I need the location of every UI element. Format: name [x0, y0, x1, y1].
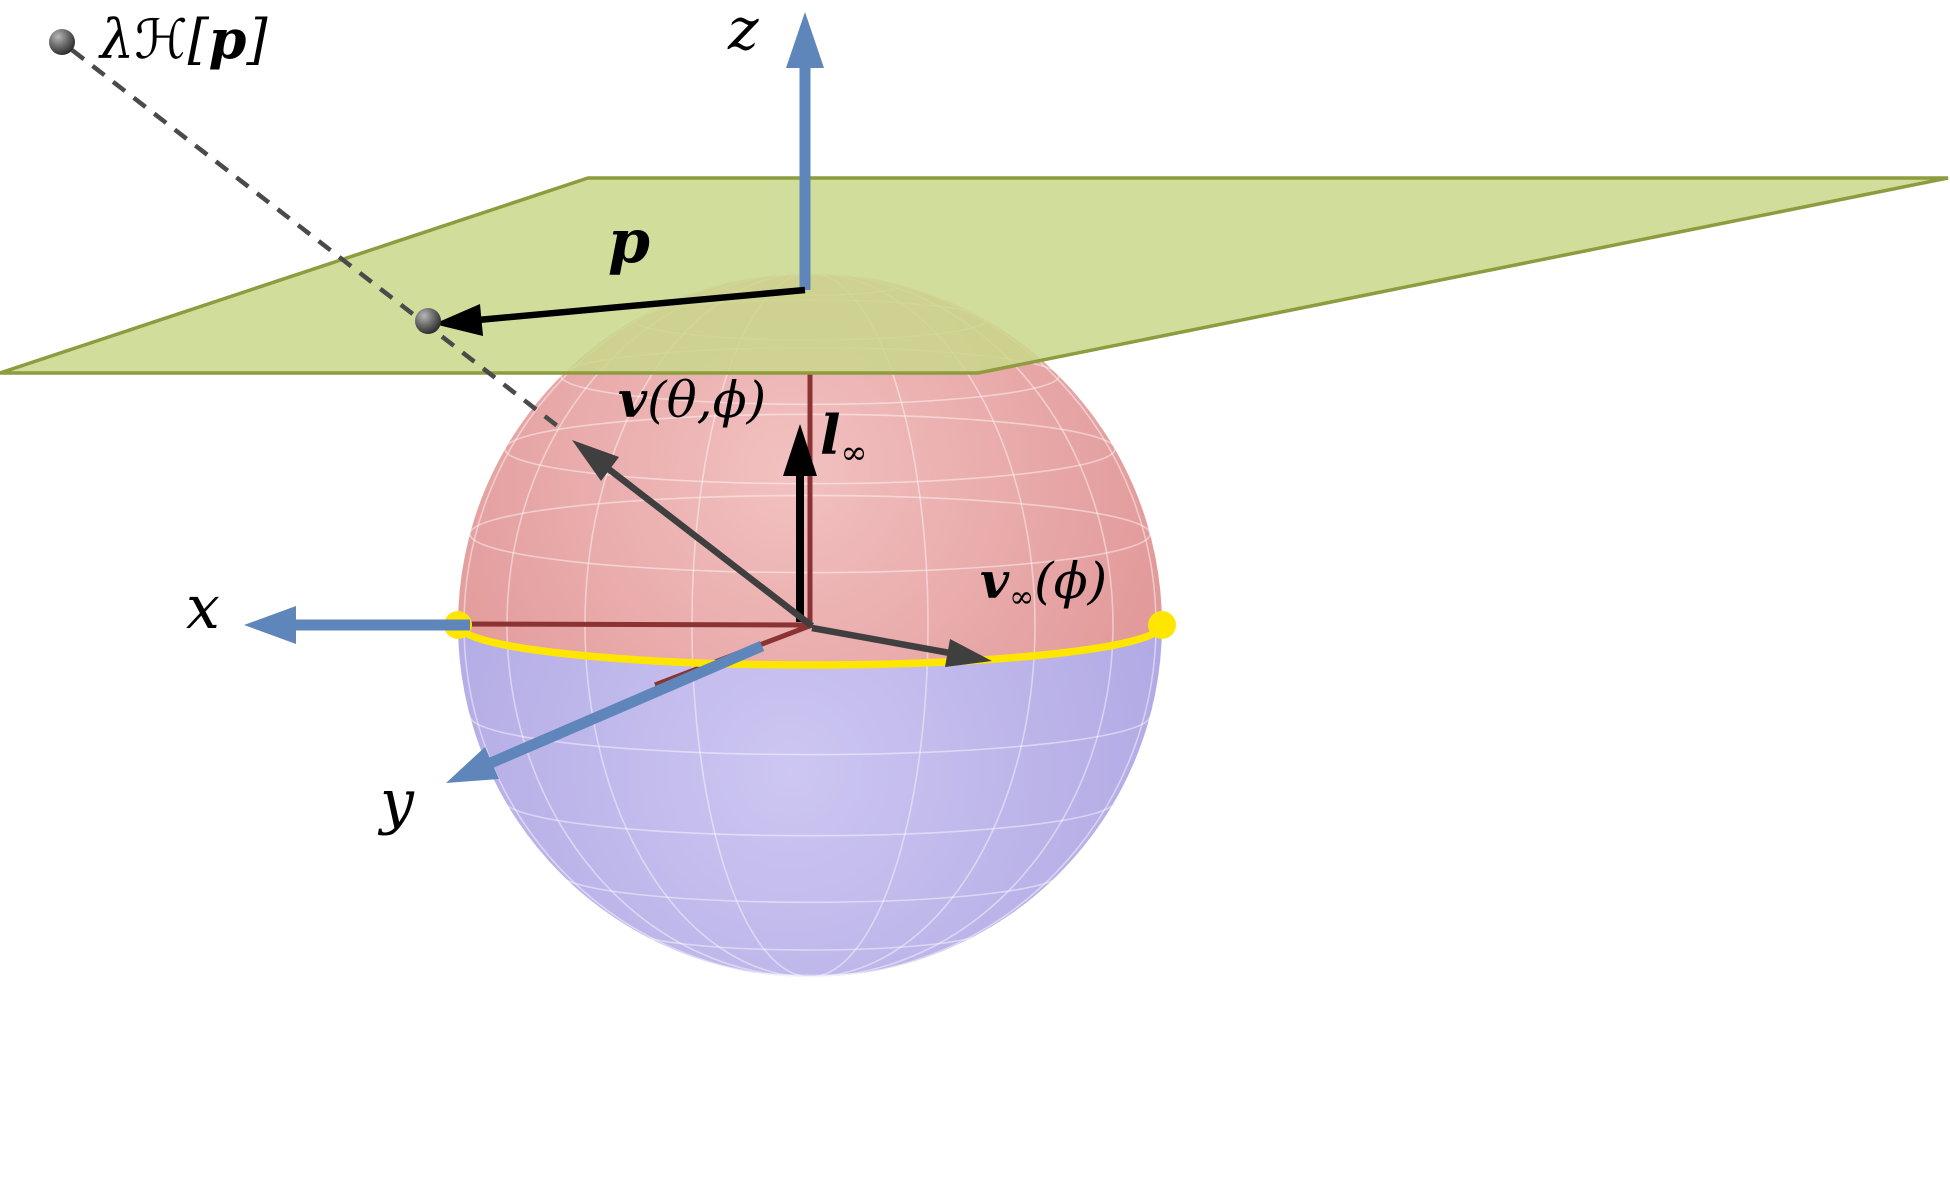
label-v-theta-phi: v(θ,ϕ) — [618, 375, 766, 426]
l-infinity-arrowhead-icon — [783, 424, 817, 476]
label-l-infinity: l∞ — [820, 408, 868, 469]
label-v-theta-phi-main: v — [618, 370, 648, 429]
label-v-infinity-main: v — [980, 551, 1010, 610]
label-v-infinity: v∞(ϕ) — [980, 556, 1107, 613]
x-axis-arrowhead-icon — [244, 606, 296, 644]
label-p-vector: p — [608, 207, 650, 277]
label-l-infinity-sub: ∞ — [840, 433, 868, 472]
label-v-theta-phi-args: (θ,ϕ) — [647, 371, 767, 429]
y-axis-arrowhead-icon — [446, 747, 499, 783]
p-vector-arrowhead-icon — [434, 304, 483, 336]
label-v-infinity-args: (ϕ) — [1034, 552, 1108, 610]
equator-point-right — [1148, 611, 1176, 639]
label-lambda-h-pre: λℋ[ — [100, 8, 209, 71]
label-v-infinity-sub: ∞ — [1009, 580, 1035, 615]
v-infinity-vector-line — [811, 624, 951, 657]
point-lambda-h — [49, 29, 75, 55]
label-l-infinity-main: l — [820, 403, 841, 467]
tangent-plane — [0, 176, 1949, 375]
p-vector-line — [477, 286, 806, 324]
v-vector-arrowhead-icon — [572, 440, 619, 481]
label-lambda-h: λℋ[p] — [100, 12, 268, 67]
label-y-axis: y — [380, 767, 414, 837]
label-lambda-h-post: ] — [246, 8, 268, 71]
sphere-lower-hemisphere — [458, 625, 1162, 977]
equator-line — [454, 624, 1166, 669]
v-vector-line — [604, 464, 814, 629]
label-lambda-h-p: p — [208, 7, 247, 71]
point-p-on-plane — [415, 308, 441, 334]
z-axis-arrowhead-icon — [786, 12, 824, 68]
label-z-axis: z — [728, 0, 759, 63]
y-axis-line — [483, 640, 765, 771]
v-infinity-arrowhead-icon — [945, 639, 992, 667]
interior-x-axis — [461, 621, 813, 628]
label-x-axis: x — [186, 573, 220, 643]
